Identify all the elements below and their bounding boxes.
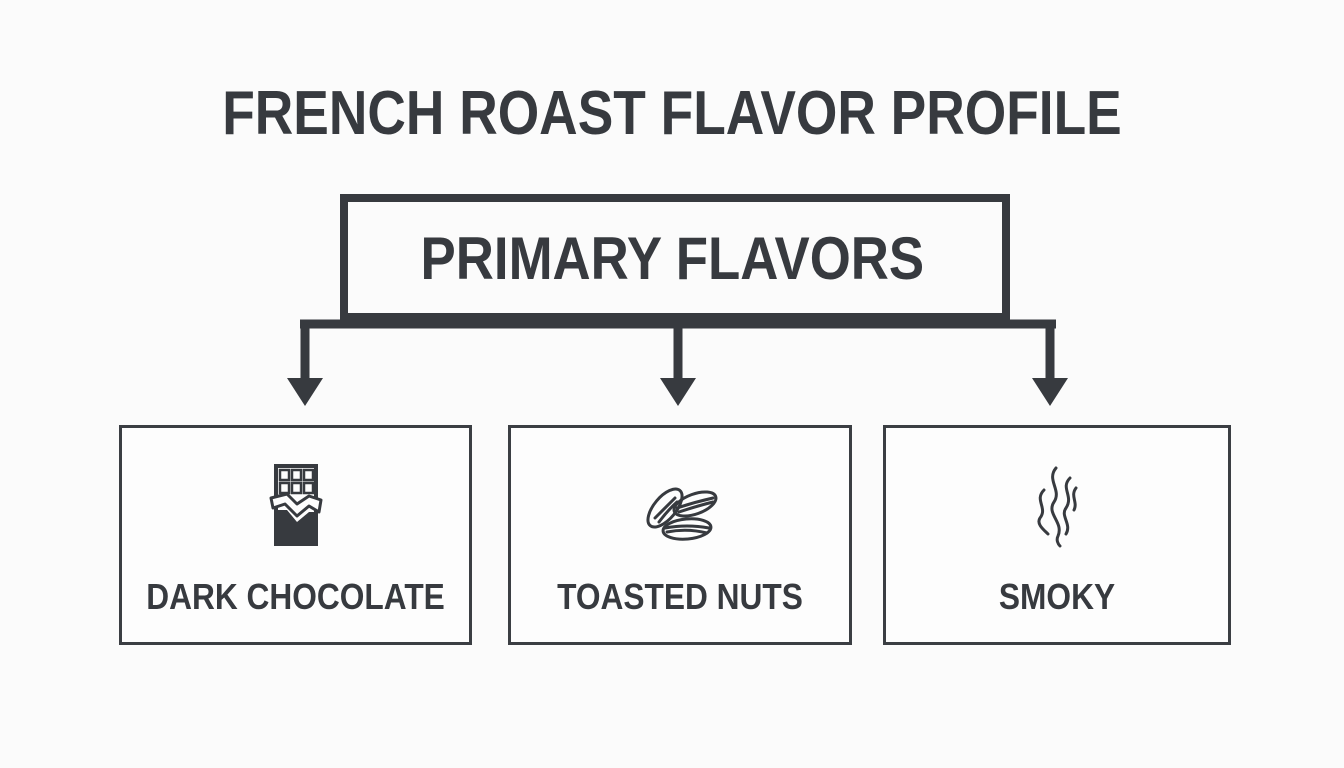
diagram-title: FRENCH ROAST FLAVOR PROFILE: [222, 79, 1122, 148]
arrow-head-center: [660, 378, 696, 406]
flavor-card-toasted-nuts: TOASTED NUTS: [508, 425, 852, 645]
primary-flavors-box: [340, 194, 1010, 321]
almonds-icon: [646, 487, 718, 541]
flavor-label-smoky: SMOKY: [998, 576, 1116, 617]
smoke-icon: [1037, 466, 1078, 548]
chocolate-bar-icon: [269, 464, 322, 546]
arrow-head-right: [1032, 378, 1068, 406]
flavor-card-dark-chocolate: DARK CHOCOLATE: [119, 425, 472, 645]
arrow-head-left: [287, 378, 323, 406]
flavor-label-toasted-nuts: TOASTED NUTS: [557, 576, 803, 617]
primary-flavors-label: PRIMARY FLAVORS: [420, 225, 925, 292]
flavor-card-smoky: SMOKY: [883, 425, 1231, 645]
flavor-label-dark-chocolate: DARK CHOCOLATE: [146, 576, 445, 617]
